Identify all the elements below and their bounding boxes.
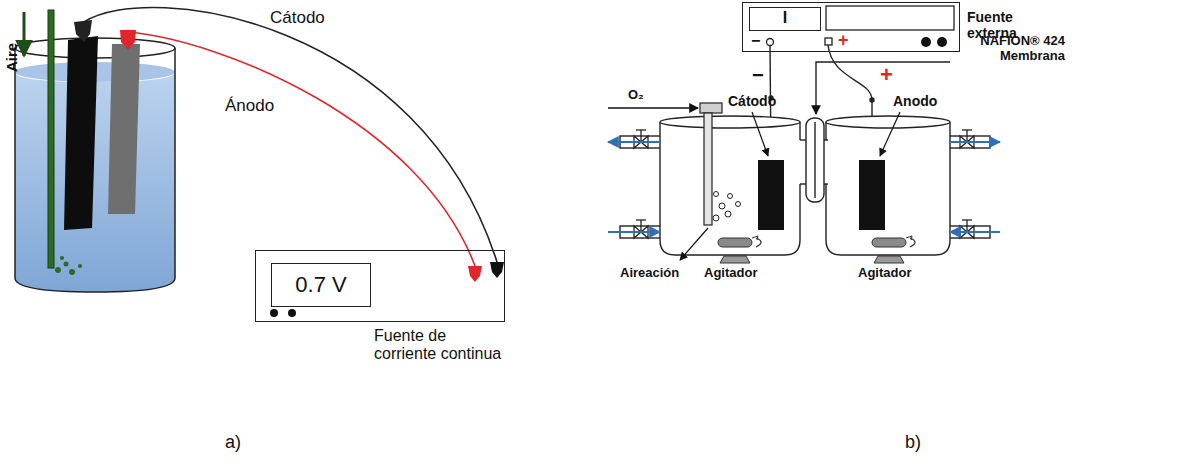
stirrer-label: Agitador — [704, 266, 757, 281]
panel-label: b) — [905, 432, 921, 453]
electrode-label: Anodo — [893, 93, 937, 109]
power-supply: Fuente externa−+I — [742, 2, 960, 52]
electrode-label: Ánodo — [225, 96, 274, 116]
terminal-sign: + — [838, 30, 849, 51]
aeration-label: Aireación — [620, 266, 679, 281]
gas-label: O₂ — [628, 88, 644, 103]
voltage-display: 0.7 V — [271, 263, 371, 307]
stirrer-label: Agitador — [858, 266, 911, 281]
polarity-sign: − — [752, 64, 764, 87]
electrodes-a — [64, 20, 140, 230]
box-text: 0.7 V — [272, 272, 370, 297]
source-b-parts — [767, 6, 955, 47]
chambers — [620, 116, 990, 255]
electrode-label: Cátodo — [728, 93, 776, 109]
aeration-tube — [608, 103, 741, 260]
electrode-leaders — [752, 112, 900, 156]
box-text: Fuente de corriente continua — [374, 327, 504, 364]
panel-label: a) — [225, 432, 241, 453]
polarity-sign: + — [880, 62, 893, 87]
box-text: I — [750, 9, 820, 27]
electrodes-b — [758, 160, 885, 230]
valves — [634, 130, 974, 238]
terminal-sign: − — [751, 32, 760, 50]
membrane-label: NAFION® 424 Membrana — [955, 34, 1065, 64]
membrane-leader — [816, 62, 950, 114]
stirrers — [718, 236, 915, 263]
wires-a — [84, 7, 504, 282]
power-supply: Fuente de corriente continua0.7 V — [255, 250, 505, 322]
electrode-label: Cátodo — [270, 8, 325, 28]
source-a-knobs — [270, 309, 296, 317]
flow-arrows — [608, 142, 1000, 232]
air-label: Aire — [3, 43, 20, 72]
current-display: I — [749, 7, 821, 31]
